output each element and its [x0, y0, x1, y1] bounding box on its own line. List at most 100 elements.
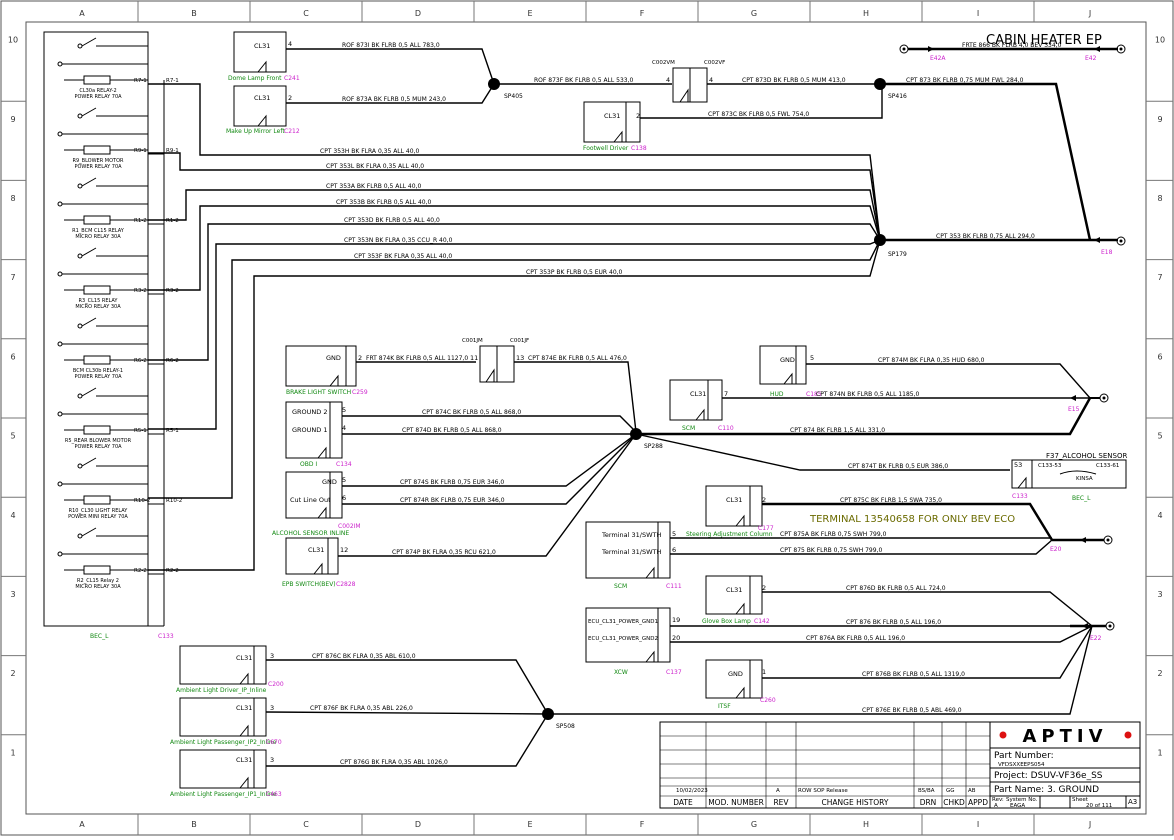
grid-row-label: 10 — [1155, 36, 1165, 45]
grid-col-label: F — [640, 820, 645, 829]
rev-val: A — [994, 803, 998, 809]
relay-name: POWER RELAY 70A — [74, 444, 122, 450]
c134-pin-1: 5 — [342, 406, 346, 414]
relay-block-name: BEC_L — [90, 633, 109, 640]
grid-col-label: H — [863, 820, 869, 829]
grid-row-label: 6 — [10, 352, 15, 361]
ground-e18-label: E18 — [1101, 249, 1113, 256]
connector-c212: CL31 2 Make Up Mirror Left C212 — [226, 85, 300, 135]
wire-label-w1: ROF 873I BK FLRB 0,5 ALL 783,0 — [342, 42, 440, 49]
ground-e20: E20 — [1050, 535, 1113, 553]
grid-row-label: 4 — [10, 511, 15, 520]
wire-label-w22: CPT 874C BK FLRB 0,5 ALL 868,0 — [422, 409, 521, 416]
c142-pin-label: CL31 — [726, 586, 742, 594]
c137-pin-label-1: ECU_CL31_POWER_GND1 — [588, 619, 658, 625]
c133b-name: F37_ALCOHOL SENSOR — [1046, 452, 1127, 460]
connector-c2828: CL31 12 EPB SWITCH(BEV) C2828 — [282, 537, 356, 588]
wire-label-w31: CPT 876D BK FLRB 0,5 ALL 724,0 — [846, 585, 946, 592]
project: Project: DSUV-VF36e_SS — [994, 771, 1103, 781]
c134-pin-2: 4 — [342, 424, 346, 432]
c241-id: C241 — [284, 75, 300, 82]
connector-c260: GND 1 ITSF C260 — [705, 659, 776, 710]
c200-name: Ambient Light Driver_IP_Inline — [176, 687, 267, 694]
wire-label-w3: ROF 873F BK FLRB 0,5 ALL 533,0 — [534, 77, 634, 84]
connector-c137: ECU_CL31_POWER_GND1 ECU_CL31_POWER_GND2 … — [585, 607, 682, 676]
c670-name: Ambient Light Passenger_IP2_Inline — [170, 739, 277, 746]
relay-pin-out: R1-2 — [166, 218, 179, 224]
relay-name: R1_BCM CL15 RELAY — [72, 228, 125, 234]
grid-row-label: 8 — [1157, 194, 1162, 203]
relay-name: POWER RELAY 70A — [74, 94, 122, 100]
wire-label-w32: CPT 876 BK FLRB 0,5 ALL 196,0 — [846, 619, 941, 626]
c185-id: C185 — [806, 391, 822, 398]
ground-e18: E18 — [1101, 236, 1126, 256]
connector-c200: CL31 3 Ambient Light Driver_IP_Inline C2… — [176, 645, 284, 694]
relay-pin: R10-2 — [134, 498, 150, 504]
c259-name: BRAKE LIGHT SWITCH — [286, 389, 351, 396]
c002im-id: C002IM — [338, 523, 361, 530]
c463-name: Ambient Light Passenger_IP1_Inline — [170, 791, 277, 798]
sheet-val: 20 of 111 — [1086, 803, 1112, 809]
c212-pin-label: CL31 — [254, 94, 270, 102]
sheet-label: Sheet — [1072, 797, 1089, 803]
c137-id: C137 — [666, 669, 682, 676]
c212-pin: 2 — [288, 94, 292, 102]
grid-col-label: E — [527, 820, 532, 829]
c463-pin: 3 — [270, 756, 274, 764]
c001-pin-r: 13 — [516, 354, 524, 362]
grid-row-label: 4 — [1157, 511, 1162, 520]
grid-row-label: 7 — [10, 273, 15, 282]
c670-pin: 3 — [270, 704, 274, 712]
relay-block-id: C133 — [158, 633, 174, 640]
wire-label-w33: CPT 876A BK FLRB 0,5 ALL 196,0 — [806, 635, 905, 642]
ground-e42: E42 — [1085, 44, 1126, 62]
c111-pin-label-1: Terminal 31/SWTH — [601, 531, 662, 539]
c212-id: C212 — [284, 128, 300, 135]
c002-left: C002VM — [652, 60, 675, 66]
c260-pin-label: GND — [728, 670, 743, 678]
splice-sp416-label: SP416 — [888, 93, 907, 100]
splice-sp508-label: SP508 — [556, 723, 575, 730]
connector-c241: CL31 4 Dome Lamp Front C241 — [228, 31, 300, 82]
wire-label-w38: CPT 876G BK FLRA 0,35 ABL 1026,0 — [340, 759, 448, 766]
wire-label-w5: CPT 873C BK FLRB 0,5 FWL 754,0 — [708, 111, 809, 118]
c260-pin: 1 — [762, 668, 766, 676]
connector-c138: CL31 2 Footwell Driver C138 — [583, 101, 647, 152]
grid-row-label: 5 — [10, 432, 15, 441]
c138-pin-label: CL31 — [604, 112, 620, 120]
c2828-id: C2828 — [336, 581, 356, 588]
wire-label-w15: CPT 353P BK FLRB 0,5 EUR 40,0 — [526, 269, 623, 276]
c670-pin-label: CL31 — [236, 704, 252, 712]
wire-label-w19: CPT 874M BK FLRA 0,35 HUD 680,0 — [878, 357, 985, 364]
grid-row-label: 3 — [10, 590, 15, 599]
c001-right: C001JF — [510, 338, 529, 344]
ground-e15-label: E15 — [1068, 406, 1080, 413]
part-number-label: Part Number: — [994, 751, 1054, 761]
tb-date: 10/02/2023 — [676, 788, 708, 794]
grid-col-label: I — [977, 9, 979, 18]
grid-row-label: 10 — [8, 36, 18, 45]
wire-label-w37: CPT 876F BK FLRA 0,35 ABL 226,0 — [310, 705, 413, 712]
grid-col-label: D — [415, 820, 421, 829]
relay-pin-out: R7-1 — [166, 78, 179, 84]
grid-row-label: 1 — [1157, 748, 1162, 757]
tb-header: MOD. NUMBER — [708, 798, 764, 807]
grid-col-label: A — [79, 820, 85, 829]
relay-pin: R3-2 — [134, 288, 147, 294]
wire-label-w9: CPT 353L BK FLRA 0,35 ALL 40,0 — [326, 163, 424, 170]
relay-name: MICRO RELAY 30A — [75, 304, 121, 310]
c185-pin-label: GND — [780, 356, 795, 364]
c463-pin-label: CL31 — [236, 756, 252, 764]
relay-name: POWER MINI RELAY 70A — [68, 514, 128, 520]
c133b-id: C133 — [1012, 493, 1028, 500]
c137-pin-1: 19 — [672, 616, 680, 624]
connector-c002im: GND Cut Line Out 5 6 ALCOHOL SENSOR INLI… — [272, 471, 361, 537]
